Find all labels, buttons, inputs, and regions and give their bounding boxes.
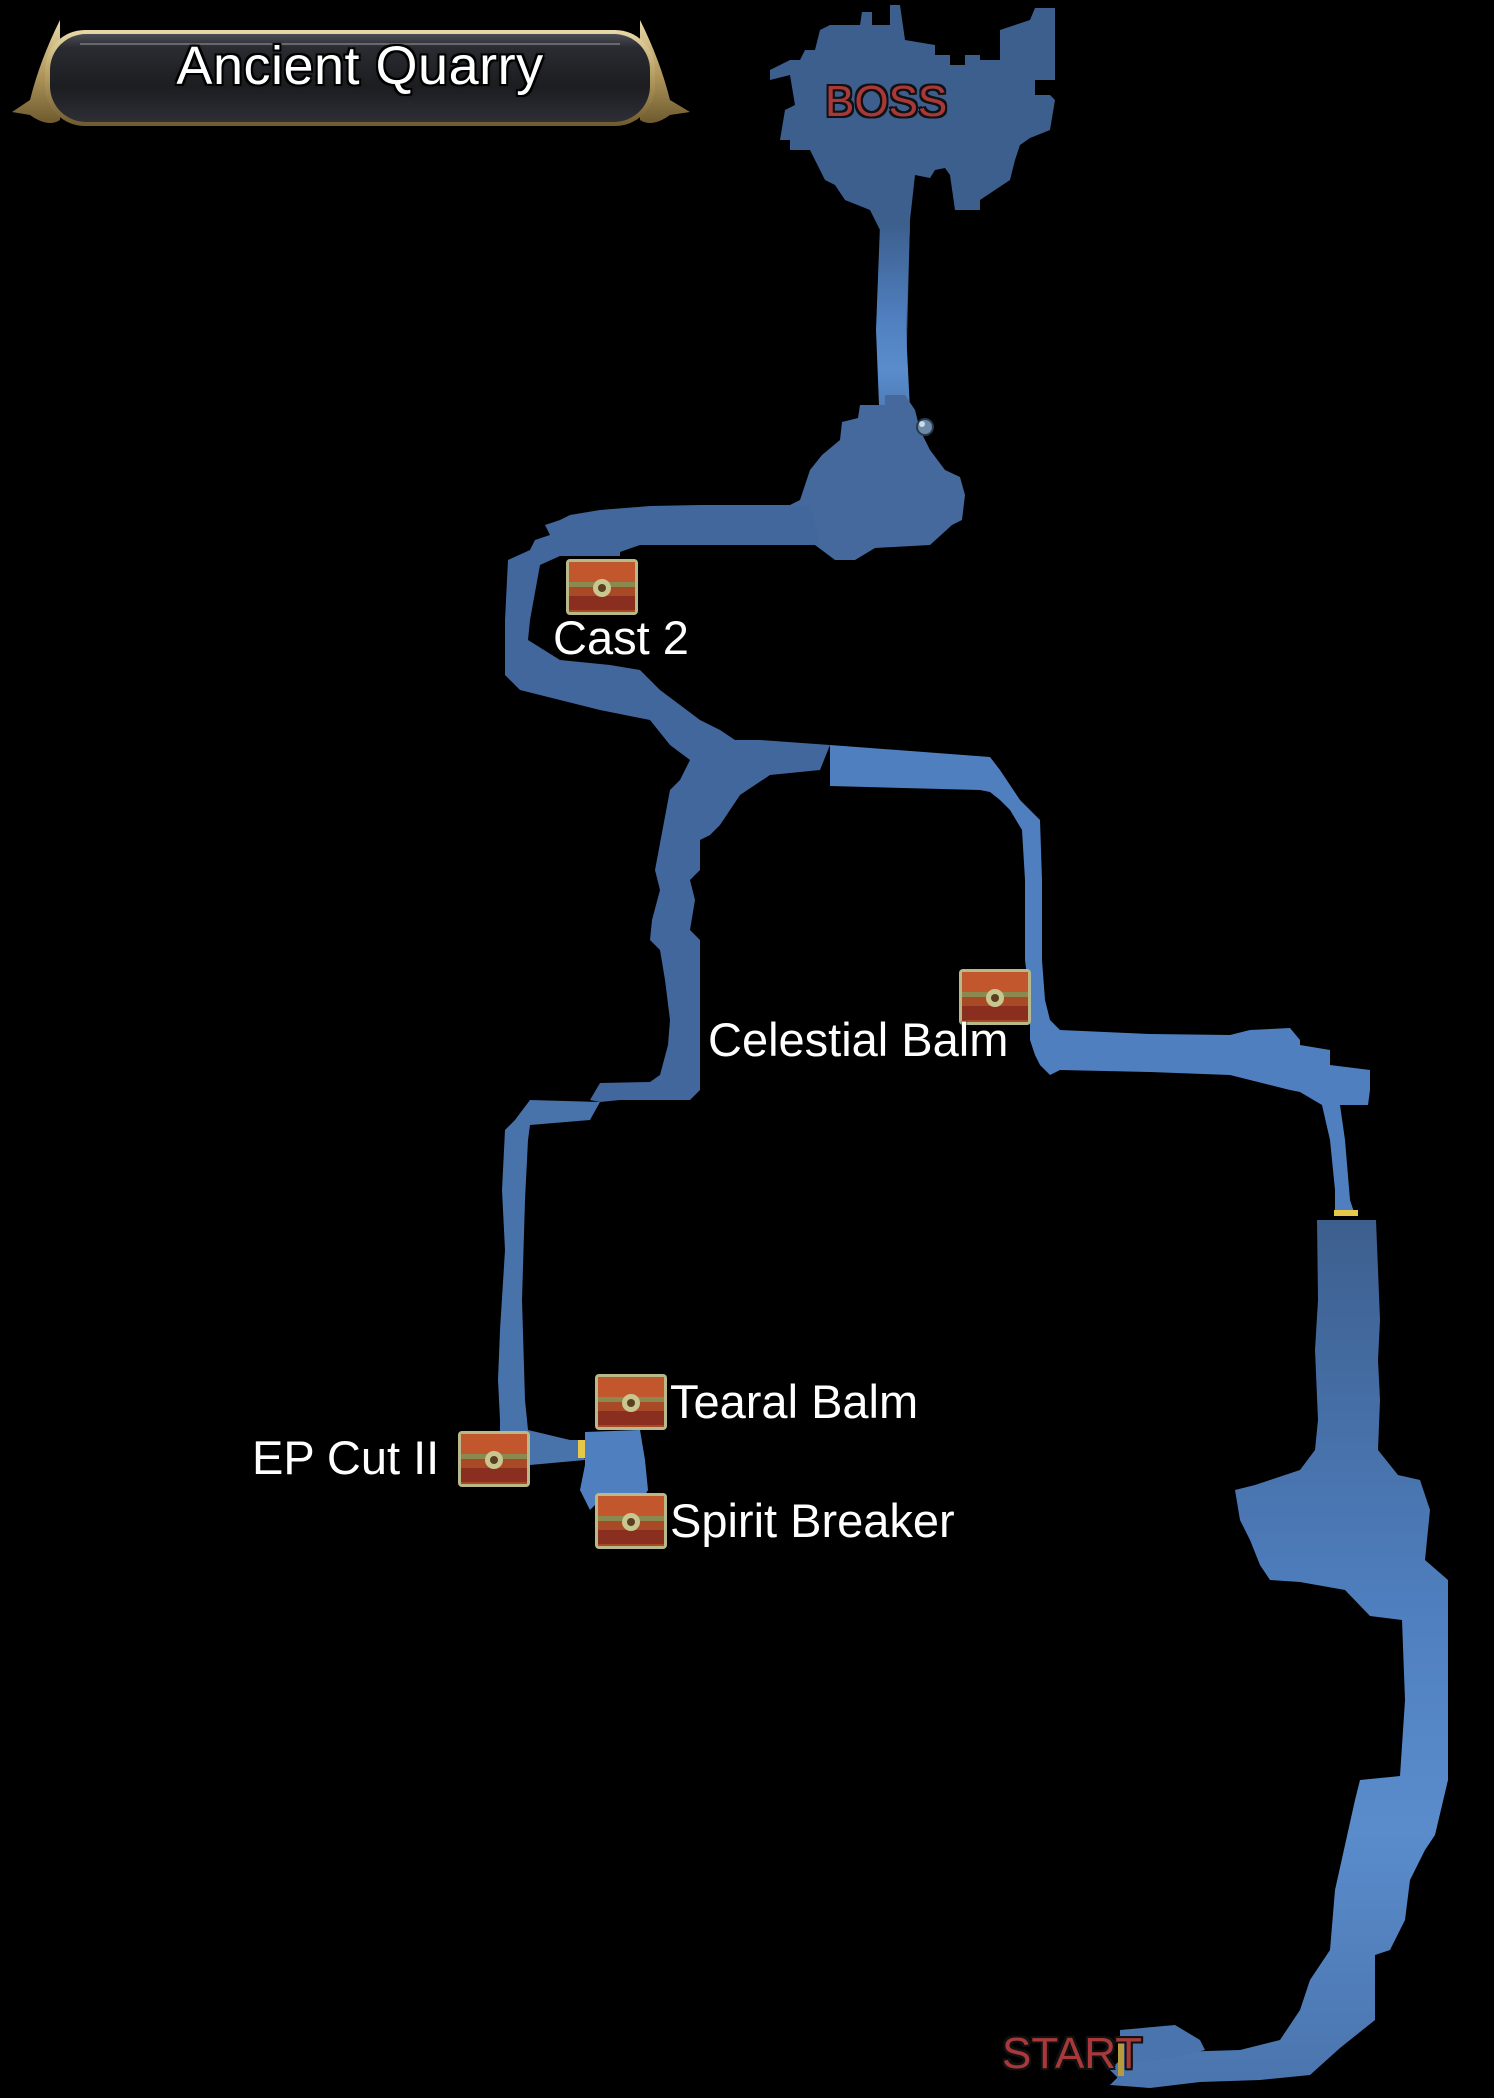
chest-label-tearal-balm: Tearal Balm: [670, 1375, 919, 1428]
chest-label-celestial-balm: Celestial Balm: [708, 1013, 1009, 1066]
treasure-chest-icon[interactable]: [457, 1430, 531, 1488]
right-cavern: [1110, 1220, 1448, 2088]
chest-label-ep-cut-ii: EP Cut II: [252, 1431, 440, 1484]
title-banner: [12, 20, 690, 126]
treasure-chest-icon[interactable]: [594, 1373, 668, 1431]
treasure-chest-icon[interactable]: [565, 558, 639, 616]
celestial-corridor: [830, 745, 1370, 1215]
left-corridor: [498, 1100, 600, 1465]
treasure-chest-icon[interactable]: [594, 1492, 668, 1550]
door-icon: [578, 1440, 585, 1458]
upper-corridor: [505, 505, 830, 1102]
chest-label-spirit-breaker: Spirit Breaker: [670, 1494, 955, 1547]
start-marker: START: [1002, 2029, 1143, 2078]
treasure-chest-icon[interactable]: [958, 968, 1032, 1026]
boss-room: [770, 5, 1055, 420]
door-icon: [1118, 2036, 1124, 2076]
map-title: Ancient Quarry: [176, 36, 544, 96]
chest-label-cast-2: Cast 2: [553, 611, 689, 664]
junction-room: [790, 395, 965, 560]
start-room: [1110, 2025, 1205, 2080]
boss-marker: BOSS: [825, 77, 948, 126]
save-point-orb-icon: [916, 418, 934, 436]
chest-junction: [580, 1430, 648, 1510]
door-icon: [1334, 1210, 1358, 1216]
boss-corridor: [876, 225, 920, 430]
